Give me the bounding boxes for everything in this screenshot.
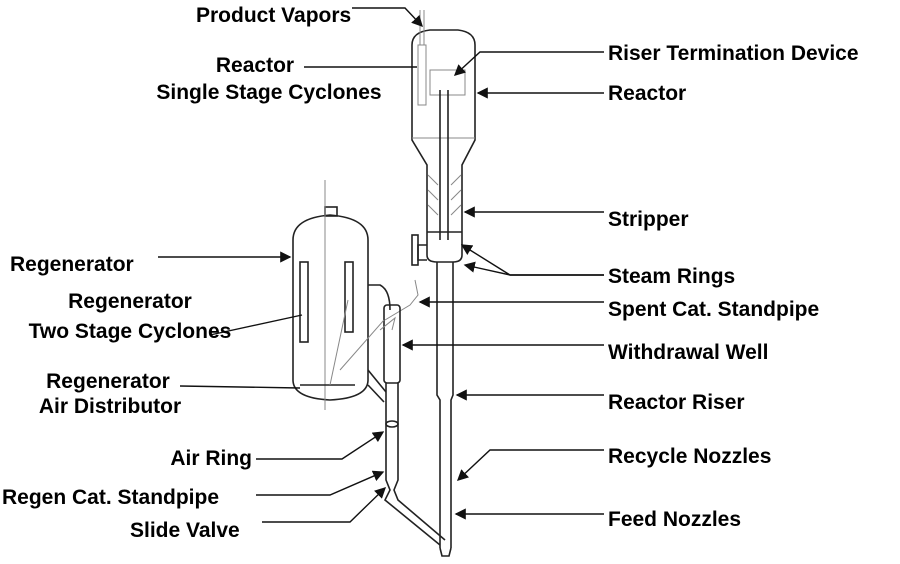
spent-cat-standpipe xyxy=(384,234,427,321)
label-regen-cat-standpipe: Regen Cat. Standpipe xyxy=(2,486,219,509)
withdrawal-well xyxy=(339,304,401,403)
regenerator-vessel xyxy=(292,180,391,410)
label-slide-valve: Slide Valve xyxy=(130,519,240,542)
label-reactor-cyclones-line2: Single Stage Cyclones xyxy=(156,81,381,104)
label-regen-air-dist-line2: Air Distributor xyxy=(39,395,181,418)
label-spent-cat-standpipe: Spent Cat. Standpipe xyxy=(608,298,819,321)
label-air-ring: Air Ring xyxy=(170,447,252,470)
reactor-vessel xyxy=(411,10,476,255)
regen-cat-standpipe xyxy=(383,383,446,546)
label-feed-nozzles: Feed Nozzles xyxy=(608,508,741,531)
label-reactor: Reactor xyxy=(608,82,686,105)
stripper-baffles xyxy=(426,174,463,263)
label-stripper: Stripper xyxy=(608,208,689,231)
label-reactor-riser: Reactor Riser xyxy=(608,391,745,414)
label-recycle-nozzles: Recycle Nozzles xyxy=(608,445,771,468)
label-product-vapors: Product Vapors xyxy=(196,4,351,27)
label-steam-rings: Steam Rings xyxy=(608,265,735,288)
reactor-riser xyxy=(436,262,454,557)
label-regen-air-dist-line1: Regenerator xyxy=(46,370,170,393)
label-regen-cyclones-line2: Two Stage Cyclones xyxy=(29,320,232,343)
label-regen-cyclones-line1: Regenerator xyxy=(68,290,192,313)
label-withdrawal-well: Withdrawal Well xyxy=(608,341,768,364)
label-riser-termination: Riser Termination Device xyxy=(608,42,859,65)
label-regenerator: Regenerator xyxy=(10,253,134,276)
label-reactor-cyclones-line1: Reactor xyxy=(216,54,294,77)
leader-lines xyxy=(158,7,604,523)
